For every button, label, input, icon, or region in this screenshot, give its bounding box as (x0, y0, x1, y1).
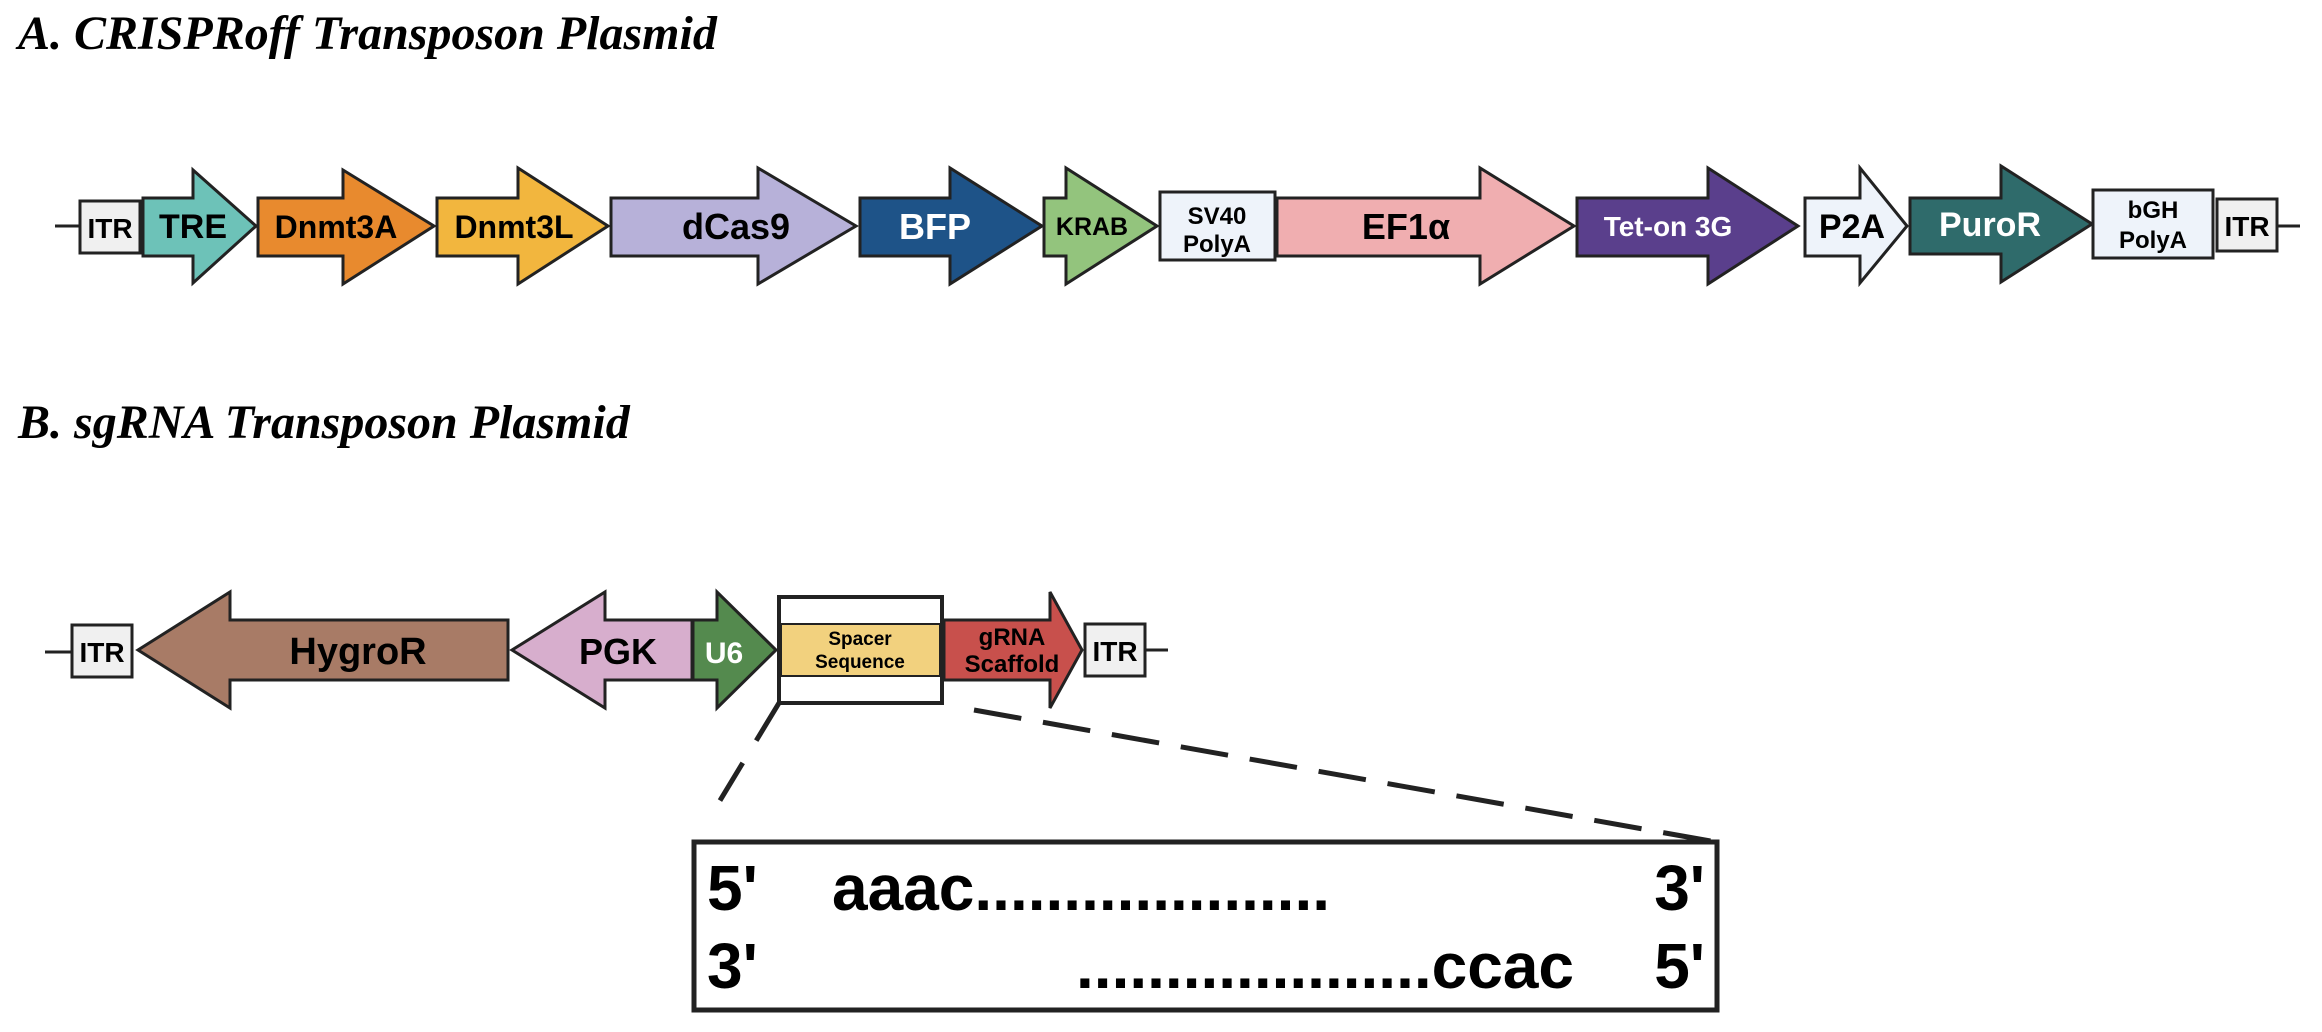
tet-on-3g-arrow: Tet-on 3G (1575, 165, 1801, 287)
inset-top-sequence: aaac.................... (832, 852, 1330, 924)
itr-box-a-left: ITR (78, 199, 142, 255)
svg-text:Dnmt3L: Dnmt3L (454, 209, 573, 245)
panel-a-map: ITR TRE Dnmt3A Dnmt3L dCas9 BFP (55, 163, 2300, 288)
svg-text:BFP: BFP (899, 206, 971, 247)
svg-text:Tet-on 3G: Tet-on 3G (1604, 211, 1733, 242)
inset-bottom-sequence: ....................ccac (1076, 930, 1574, 1002)
svg-text:EF1α: EF1α (1362, 206, 1450, 247)
svg-text:HygroR: HygroR (289, 631, 426, 673)
svg-text:ITR: ITR (1092, 636, 1137, 667)
p2a-arrow: P2A (1803, 163, 1909, 288)
puror-arrow: PuroR (1908, 163, 2095, 285)
svg-text:P2A: P2A (1819, 208, 1885, 246)
svg-text:PGK: PGK (579, 631, 657, 672)
svg-text:TRE: TRE (159, 208, 227, 246)
krab-arrow: KRAB (1042, 165, 1160, 287)
zoom-line-right (973, 707, 1717, 845)
dcas9-arrow: dCas9 (609, 165, 859, 287)
spacer-sequence-inset: 5' aaac.................... 3' 3' ......… (691, 839, 1720, 1013)
tre-promoter-arrow: TRE (141, 166, 259, 287)
panel-b-title: B. sgRNA Transposon Plasmid (18, 396, 630, 449)
bfp-arrow: BFP (858, 165, 1045, 287)
ef1a-promoter-arrow: EF1α (1275, 165, 1577, 287)
svg-text:ITR: ITR (79, 637, 124, 668)
panel-a-title: A. CRISPRoff Transposon Plasmid (18, 7, 717, 60)
svg-text:KRAB: KRAB (1056, 213, 1128, 241)
itr-box-b-right: ITR (1083, 622, 1147, 678)
itr-box-b-left: ITR (70, 623, 134, 679)
inset-top-5prime: 5' (707, 852, 758, 924)
svg-text:Dnmt3A: Dnmt3A (275, 209, 398, 245)
svg-text:PuroR: PuroR (1939, 206, 2041, 244)
svg-text:ITR: ITR (87, 213, 132, 244)
dnmt3a-arrow: Dnmt3A (256, 167, 437, 287)
itr-box-a-right: ITR (2215, 197, 2279, 253)
hygror-arrow: HygroR (135, 589, 510, 711)
svg-text:U6: U6 (705, 637, 743, 670)
inset-bottom-5prime: 5' (1654, 930, 1705, 1002)
inset-bottom-3prime: 3' (707, 930, 758, 1002)
pgk-promoter-arrow: PGK (509, 589, 694, 711)
zoom-line-left (707, 701, 782, 819)
svg-text:ITR: ITR (2224, 211, 2269, 242)
u6-promoter-arrow: U6 (691, 588, 779, 712)
dnmt3l-arrow: Dnmt3L (435, 165, 611, 287)
svg-text:dCas9: dCas9 (682, 206, 790, 247)
inset-top-3prime: 3' (1654, 852, 1705, 924)
